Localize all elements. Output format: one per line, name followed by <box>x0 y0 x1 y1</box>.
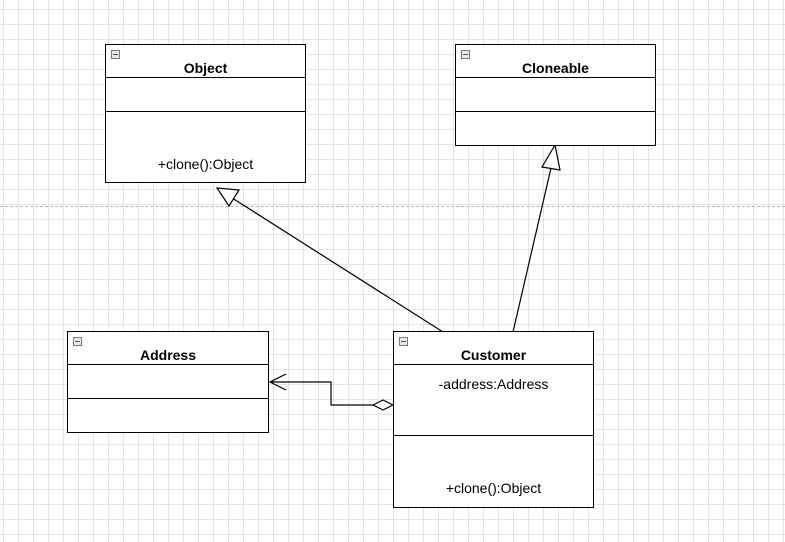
class-header: Address <box>68 332 268 365</box>
class-header: Object <box>106 45 305 78</box>
inheritance-arrowhead-cloneable <box>541 143 561 171</box>
attributes-compartment <box>106 78 305 112</box>
collapse-icon[interactable] <box>461 50 470 59</box>
inheritance-arrowhead-object <box>215 187 241 208</box>
class-header: Customer <box>394 332 593 365</box>
operation-item: +clone():Object <box>445 480 542 496</box>
association-open-arrowhead <box>268 373 287 391</box>
attributes-compartment: -address:Address <box>394 365 593 436</box>
class-header: Cloneable <box>456 45 655 78</box>
attribute-item: -address:Address <box>438 376 549 392</box>
attributes-compartment <box>456 78 655 112</box>
class-object[interactable]: Object +clone():Object <box>105 44 306 183</box>
class-name: Cloneable <box>522 60 589 76</box>
class-name: Customer <box>460 347 527 363</box>
collapse-icon[interactable] <box>73 337 82 346</box>
page-break-line <box>0 206 785 207</box>
operations-compartment: +clone():Object <box>106 112 305 182</box>
attributes-compartment <box>68 365 268 399</box>
class-name: Object <box>183 60 228 76</box>
class-address[interactable]: Address <box>67 331 269 433</box>
collapse-icon[interactable] <box>111 50 120 59</box>
aggregation-diamond <box>371 399 395 411</box>
operation-item: +clone():Object <box>157 156 254 172</box>
realization-line-cloneable[interactable] <box>512 167 552 333</box>
generalization-line-object[interactable] <box>228 195 444 333</box>
operations-compartment <box>68 399 268 432</box>
collapse-icon[interactable] <box>399 337 408 346</box>
class-cloneable[interactable]: Cloneable <box>455 44 656 146</box>
aggregation-line-address[interactable] <box>270 381 373 406</box>
operations-compartment: +clone():Object <box>394 436 593 507</box>
class-customer[interactable]: Customer -address:Address +clone():Objec… <box>393 331 594 508</box>
class-name: Address <box>139 347 197 363</box>
operations-compartment <box>456 112 655 145</box>
